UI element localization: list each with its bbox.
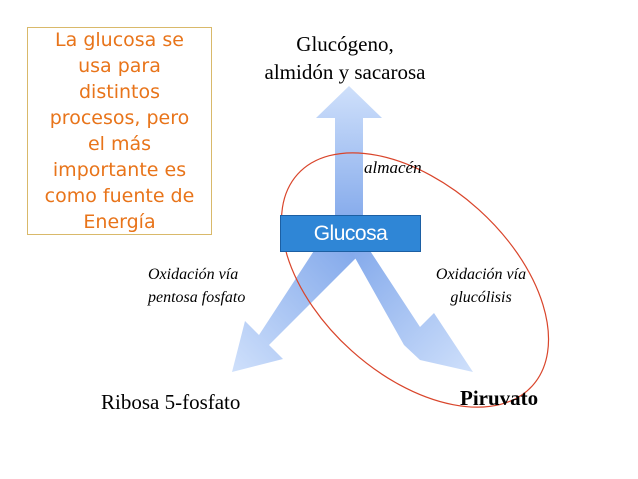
store-label: almacén: [364, 158, 422, 177]
arrow-up-to-glycogen: [316, 86, 382, 232]
right-pathway-label: Oxidación vía glucólisis: [420, 263, 542, 309]
highlight-ellipse: [280, 152, 550, 408]
note-line: Energía: [83, 211, 156, 233]
left-pathway-line1: Oxidación vía: [148, 266, 239, 283]
note-line: La glucosa se: [55, 29, 184, 51]
right-product-label: Piruvato: [460, 386, 539, 410]
note-line: como fuente de: [44, 185, 195, 207]
right-pathway-line2: glucólisis: [450, 289, 512, 306]
glucose-node: Glucosa: [280, 215, 421, 252]
left-pathway-line2: pentosa fosfato: [148, 289, 246, 306]
note-box: La glucosa se usa para distintos proceso…: [27, 27, 212, 235]
note-line: distintos: [79, 81, 160, 103]
note-line: importante es: [52, 159, 187, 181]
top-product-line1: Glucógeno,: [296, 32, 394, 56]
right-pathway-line1: Oxidación vía: [435, 266, 527, 283]
glucose-label: Glucosa: [313, 221, 388, 245]
note-line: el más: [87, 133, 152, 155]
left-product-label: Ribosa 5-fosfato: [101, 390, 241, 414]
note-text: La glucosa se usa para distintos proceso…: [30, 27, 210, 235]
note-line: usa para: [78, 55, 161, 77]
note-line: procesos, pero: [49, 107, 190, 129]
top-product-line2: almidón y sacarosa: [264, 60, 426, 84]
arrow-down-left-to-ribose: [232, 240, 357, 372]
arrow-down-right-to-pyruvate: [345, 240, 473, 372]
top-product-label: Glucógeno, almidón y sacarosa: [230, 30, 460, 86]
left-pathway-label: Oxidación vía pentosa fosfato: [148, 263, 245, 309]
